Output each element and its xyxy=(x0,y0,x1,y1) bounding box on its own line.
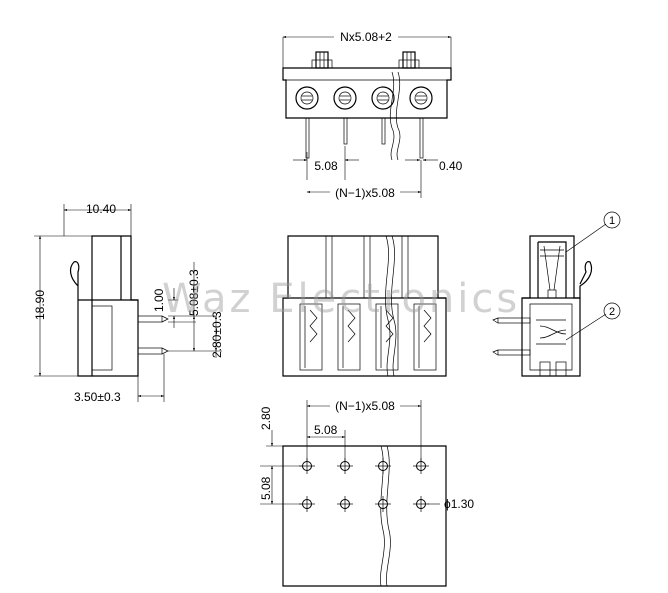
pcb-holes xyxy=(299,458,429,512)
pcb-pitch-h-label: 5.08 xyxy=(314,423,338,437)
watermark-text: Waz Electronics xyxy=(162,276,520,322)
top-span-label: (N−1)x5.08 xyxy=(335,186,395,200)
callout-2: 2 xyxy=(609,306,615,318)
top-pin-size-label: 0.40 xyxy=(439,159,463,173)
top-pins xyxy=(305,117,424,159)
side-pin-pitch-label: 5.08±0.3 xyxy=(187,269,201,316)
side-height-label: 18.90 xyxy=(33,290,47,320)
side-pins xyxy=(137,315,169,355)
side-pin-extension-label: 3.50±0.3 xyxy=(74,390,121,404)
top-view: Nx5.08+2 xyxy=(282,30,463,200)
screw-terminal-2 xyxy=(333,86,357,110)
pcb-layout: (N−1)x5.08 5.08 2.80 5.08 xyxy=(259,399,474,587)
side-view: 10.40 18.90 3.50±0.3 1.00 xyxy=(33,202,224,404)
callout-1: 1 xyxy=(609,215,615,227)
section-view: 1 2 xyxy=(492,211,621,377)
pcb-offset-label: 2.80 xyxy=(259,406,273,430)
side-pin-offset-label: 1.00 xyxy=(152,288,166,312)
screw-terminal-3 xyxy=(371,86,395,110)
side-depth-label: 10.40 xyxy=(86,202,116,216)
top-overall-width-label: Nx5.08+2 xyxy=(340,30,392,44)
screw-terminal-4 xyxy=(409,86,433,110)
pcb-hole-diameter-label: ϕ1.30 xyxy=(444,497,474,511)
top-pitch-label: 5.08 xyxy=(314,159,338,173)
screw-terminal-1 xyxy=(295,86,319,110)
side-pin-spacing-label: 2.80±0.3 xyxy=(210,311,224,358)
pcb-span-label: (N−1)x5.08 xyxy=(335,399,395,413)
front-contacts xyxy=(299,303,437,371)
front-view xyxy=(282,235,447,377)
pcb-pitch-v-label: 5.08 xyxy=(259,476,273,500)
